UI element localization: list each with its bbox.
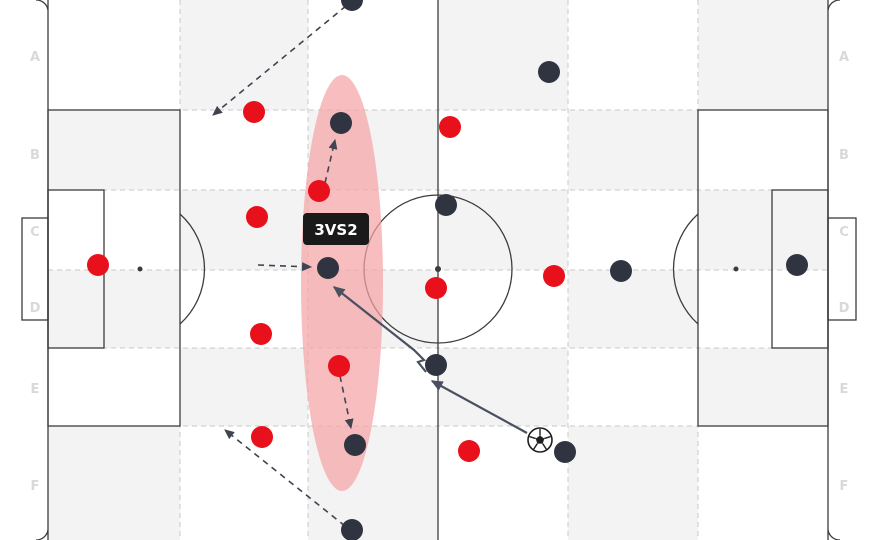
row-labels-right: A B C D E F (839, 50, 850, 494)
row-label-b: B (30, 148, 40, 163)
run-arrow-into-space (257, 262, 313, 272)
row-labels-left: A B C D E F (30, 50, 41, 494)
movement-arrows (212, 5, 354, 527)
red-player (308, 180, 330, 202)
row-label-d-right: D (839, 301, 850, 316)
dark-team (317, 0, 808, 540)
dark-player (538, 61, 560, 83)
pitch-markings (21, 0, 857, 540)
red-player (425, 277, 447, 299)
pass-arrow-to-midfielder (430, 380, 528, 434)
overload-label: 3VS2 (314, 221, 357, 239)
run-arrow-bottom-left (224, 429, 346, 527)
dark-player (435, 194, 457, 216)
dark-player (341, 0, 363, 11)
red-player (246, 206, 268, 228)
row-label-a-right: A (839, 50, 849, 65)
run-arrow-down (339, 375, 354, 430)
row-label-f: F (31, 479, 40, 494)
row-label-f-right: F (840, 479, 849, 494)
dark-player (317, 257, 339, 279)
dark-player (330, 112, 352, 134)
row-label-e-right: E (840, 382, 849, 397)
pitch-spots (137, 266, 739, 272)
red-player (439, 116, 461, 138)
row-label-c-right: C (839, 225, 849, 240)
red-player (87, 254, 109, 276)
row-label-b-right: B (839, 148, 849, 163)
dark-player (341, 519, 363, 540)
pass-arrows (332, 286, 528, 434)
red-player (250, 323, 272, 345)
red-player (328, 355, 350, 377)
run-arrow-top-left (212, 5, 347, 116)
run-arrow-up (324, 138, 338, 184)
dark-player (786, 254, 808, 276)
soccer-ball-icon (527, 427, 553, 453)
dark-player (344, 434, 366, 456)
red-team (87, 101, 565, 462)
dark-player (610, 260, 632, 282)
row-label-c: C (30, 225, 40, 240)
row-label-a: A (30, 50, 40, 65)
dark-player (425, 354, 447, 376)
dark-player (554, 441, 576, 463)
pass-arrow-to-pivot (332, 286, 427, 373)
overload-zone-highlight (301, 75, 383, 491)
overload-badge: 3VS2 (303, 213, 369, 245)
red-player (243, 101, 265, 123)
row-label-e: E (31, 382, 40, 397)
row-label-d: D (30, 301, 41, 316)
red-player (251, 426, 273, 448)
red-player (543, 265, 565, 287)
red-player (458, 440, 480, 462)
